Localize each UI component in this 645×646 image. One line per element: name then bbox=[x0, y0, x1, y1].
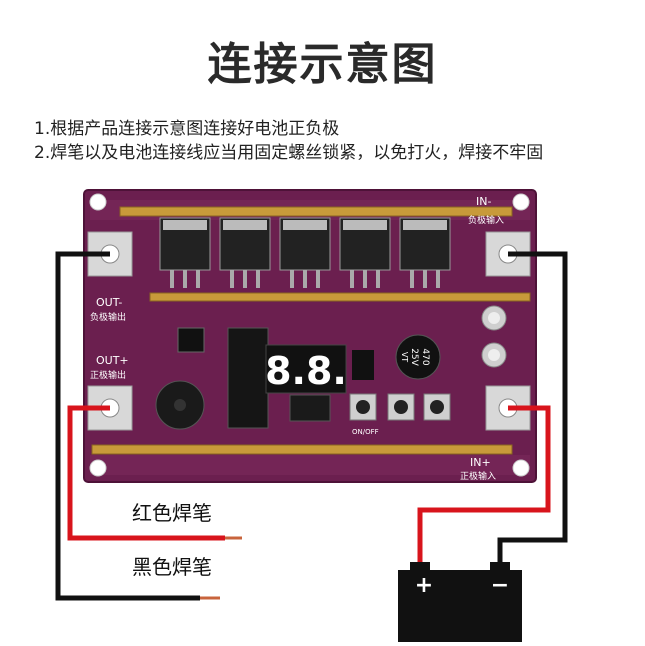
label-in-minus-cn: 负极输入 bbox=[468, 214, 504, 226]
mosfet bbox=[159, 217, 211, 288]
battery-positive-wire bbox=[417, 405, 551, 567]
copper-bars bbox=[91, 206, 531, 455]
page-title: 连接示意图 bbox=[207, 39, 438, 90]
battery-plus-label: + bbox=[415, 573, 433, 598]
display-value: 8.8. bbox=[265, 349, 347, 393]
board-button[interactable] bbox=[387, 393, 415, 421]
label-out-plus: OUT+ bbox=[96, 354, 129, 367]
mosfet bbox=[279, 217, 331, 288]
label-in-plus-cn: 正极输入 bbox=[460, 470, 496, 482]
instruction-1: 1.根据产品连接示意图连接好电池正负极 bbox=[34, 119, 340, 139]
mosfet-row bbox=[159, 217, 451, 288]
mosfet bbox=[339, 217, 391, 288]
switch-label: ON/OFF bbox=[352, 428, 379, 436]
instruction-2: 2.焊笔以及电池连接线应当用固定螺丝锁紧，以免打火，焊接不牢固 bbox=[34, 143, 544, 163]
label-out-minus: OUT- bbox=[96, 296, 122, 309]
red-pen-wire bbox=[67, 405, 225, 541]
label-in-minus: IN- bbox=[476, 195, 491, 208]
red-pen-label: 红色焊笔 bbox=[132, 501, 212, 525]
board-button[interactable] bbox=[423, 393, 451, 421]
label-out-plus-cn: 正极输出 bbox=[90, 369, 126, 381]
battery: + − bbox=[398, 562, 522, 642]
black-pen-wire bbox=[55, 251, 200, 601]
battery-negative-wire bbox=[497, 251, 568, 567]
capacitor-voltage: 25V bbox=[409, 348, 419, 366]
capacitor-code: VT bbox=[400, 352, 409, 362]
mosfet bbox=[399, 217, 451, 288]
board-buttons: ON/OFF bbox=[349, 393, 451, 436]
components bbox=[155, 327, 374, 430]
capacitor-value: 470 bbox=[420, 348, 430, 365]
seven-segment-display: 8.8. bbox=[265, 344, 347, 394]
mosfet bbox=[219, 217, 271, 288]
board-button[interactable] bbox=[349, 393, 377, 421]
black-pen-label: 黑色焊笔 bbox=[132, 555, 212, 579]
board-labels: IN- 负极输入 IN+ 正极输入 OUT- 负极输出 OUT+ 正极输出 bbox=[90, 195, 504, 482]
label-in-plus: IN+ bbox=[470, 456, 491, 469]
capacitor: 470 25V VT bbox=[395, 334, 441, 380]
battery-minus-label: − bbox=[491, 573, 509, 598]
label-out-minus-cn: 负极输出 bbox=[90, 311, 126, 323]
